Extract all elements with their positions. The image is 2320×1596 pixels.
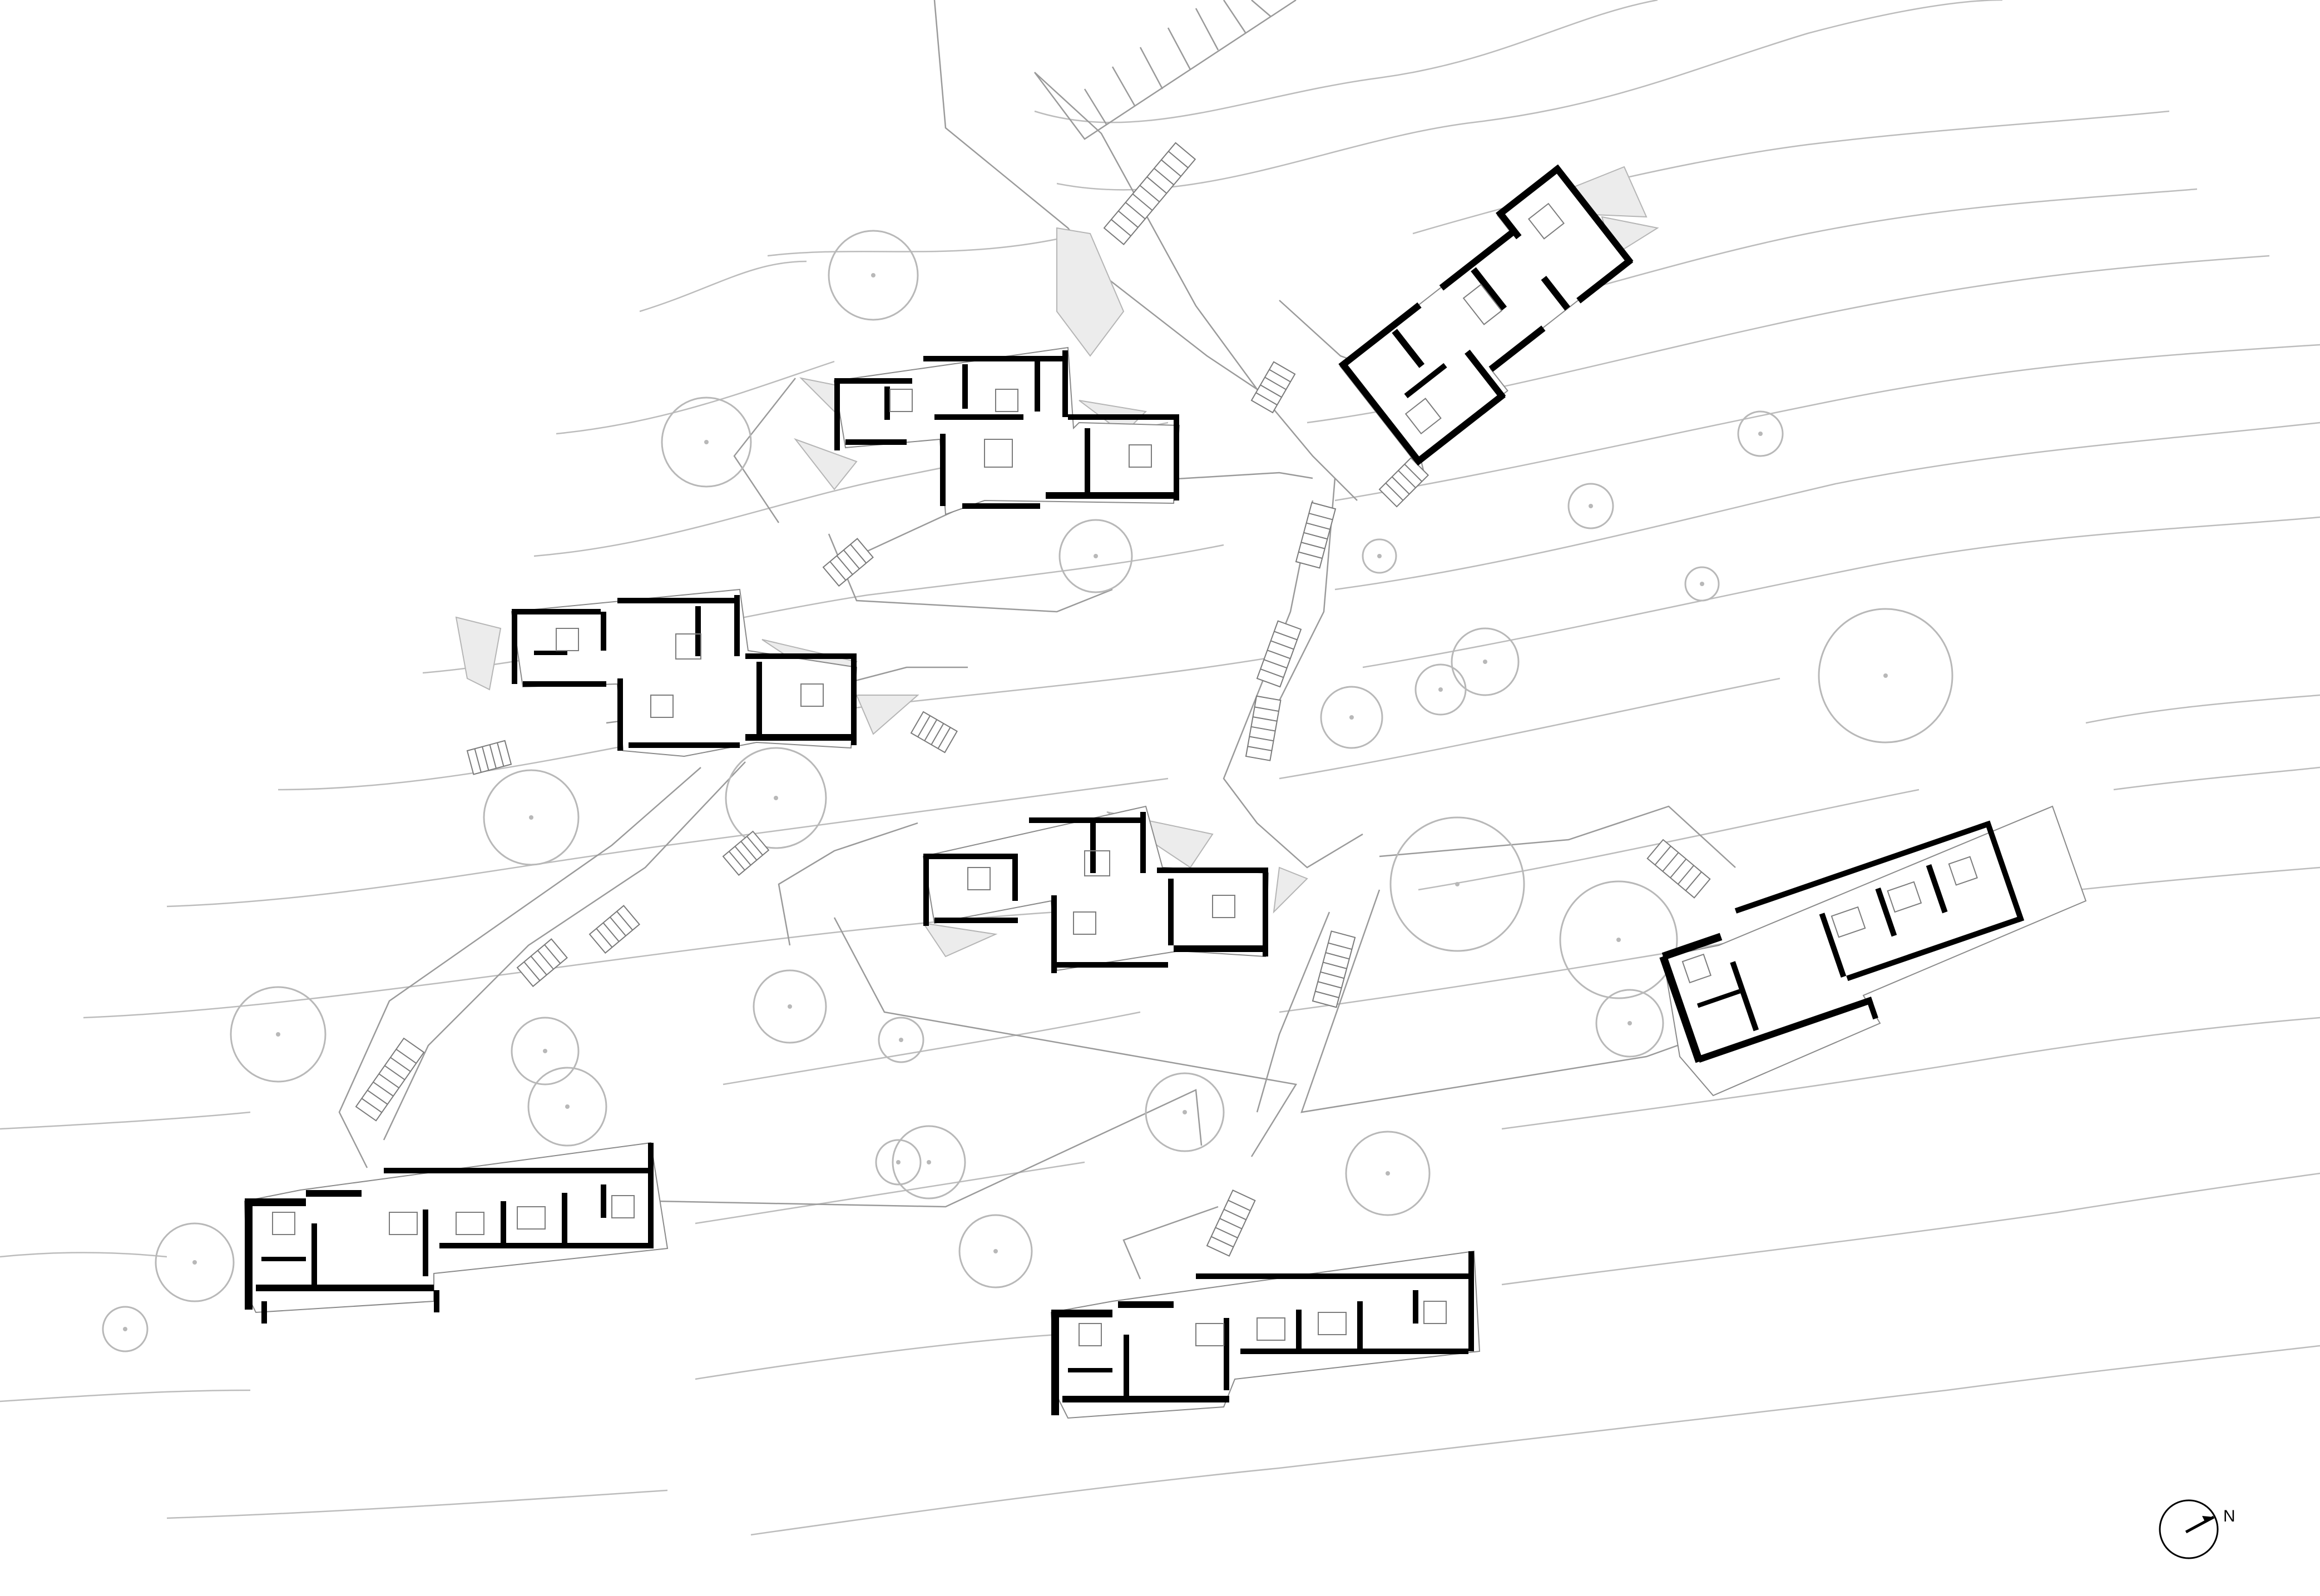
building-row-3	[1659, 805, 2087, 1097]
terrace	[855, 695, 919, 735]
parking-area	[1034, 0, 1297, 140]
tree	[875, 1139, 922, 1186]
stair	[1103, 142, 1196, 245]
tree	[1320, 686, 1383, 749]
building-cluster-1	[833, 346, 1180, 516]
tree	[878, 1017, 924, 1063]
tree	[725, 747, 827, 849]
tree	[155, 1222, 235, 1302]
tree	[1559, 880, 1678, 999]
building-row-2	[1050, 1250, 1481, 1419]
building-row-1	[244, 1142, 669, 1324]
trees	[102, 230, 1953, 1352]
terrace	[922, 922, 998, 958]
stair	[822, 538, 874, 587]
terrace	[794, 438, 858, 490]
tree	[527, 1067, 607, 1147]
tree	[1818, 608, 1953, 744]
stair	[1295, 502, 1337, 569]
tree	[1058, 519, 1133, 593]
tree	[483, 769, 580, 866]
stair	[355, 1037, 425, 1122]
tree	[102, 1306, 149, 1352]
tree	[511, 1017, 580, 1086]
building-cluster-4	[922, 805, 1269, 973]
stair	[1646, 839, 1711, 899]
stair	[588, 905, 640, 954]
stair	[1378, 457, 1429, 508]
tree	[958, 1214, 1033, 1288]
stair	[1245, 695, 1282, 761]
terrace	[1056, 227, 1125, 357]
stair	[722, 830, 770, 876]
terrace	[1273, 866, 1308, 914]
building-cluster-2	[1338, 164, 1634, 466]
stairs	[355, 142, 1711, 1257]
stair	[1256, 620, 1302, 688]
tree	[661, 396, 752, 488]
north-label: N	[2223, 1507, 2235, 1525]
tree	[1362, 538, 1397, 574]
tree	[1145, 1072, 1225, 1152]
stair	[466, 740, 512, 775]
stair	[910, 711, 958, 754]
tree	[1414, 663, 1467, 716]
stair	[1206, 1189, 1256, 1257]
tree	[1595, 989, 1664, 1058]
stair	[1312, 930, 1356, 1008]
north-arrow-icon	[2159, 1499, 2219, 1559]
north-arrow: N	[2159, 1499, 2235, 1559]
terrace	[455, 616, 502, 691]
tree	[1451, 627, 1520, 696]
stair	[516, 938, 568, 988]
tree	[892, 1125, 966, 1200]
stair	[1250, 361, 1296, 414]
tree	[828, 230, 919, 321]
tree	[753, 969, 827, 1044]
tree	[1345, 1131, 1431, 1216]
tree	[1684, 566, 1720, 602]
tree	[230, 986, 327, 1083]
building-cluster-3	[511, 588, 858, 757]
tree	[1389, 816, 1525, 952]
tree	[1567, 483, 1614, 529]
tree	[1737, 410, 1784, 457]
